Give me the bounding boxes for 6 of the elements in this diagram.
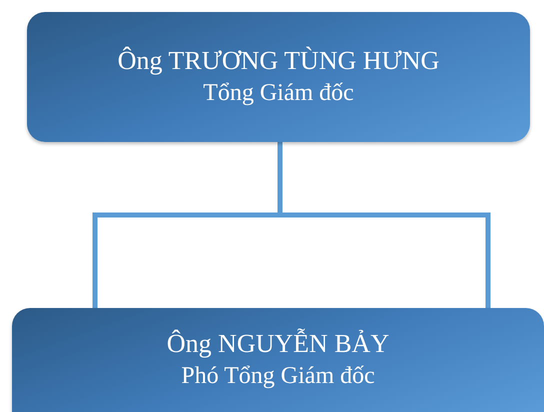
job-title: Phó Tổng Giám đốc — [181, 363, 375, 391]
org-box — [12, 308, 544, 412]
job-title: Tổng Giám đốc — [203, 80, 354, 108]
org-box — [27, 12, 530, 142]
person-name: Ông NGUYỄN BẢY — [166, 329, 390, 360]
person-name: Ông TRƯƠNG TÙNG HƯNG — [118, 46, 440, 76]
